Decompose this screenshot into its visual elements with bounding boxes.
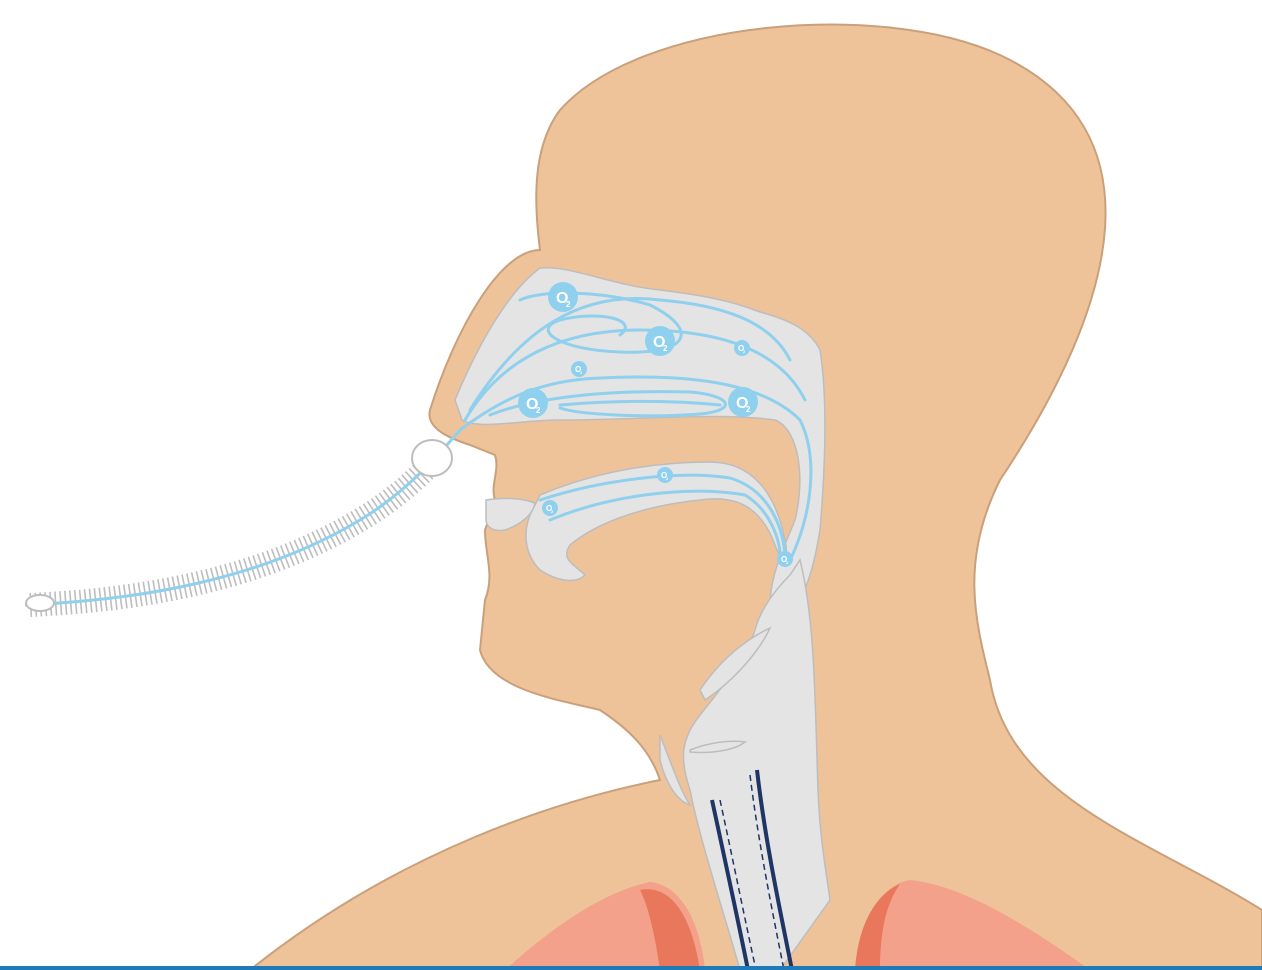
nasal-cannula: [25, 430, 460, 611]
nasal-cannula-tube-icon: [412, 440, 452, 476]
o2-molecule-icon: O2: [571, 361, 587, 377]
o2-molecule-icon: O2: [777, 551, 793, 567]
svg-text:2: 2: [746, 405, 751, 414]
o2-molecule-icon: O2: [645, 326, 675, 356]
o2-molecule-icon: O2: [734, 340, 750, 356]
cannula-end: [26, 595, 54, 611]
o2-molecule-icon: O2: [542, 500, 558, 516]
svg-text:2: 2: [663, 344, 668, 353]
bottom-accent-bar: [0, 966, 1262, 970]
o2-molecule-icon: O2: [728, 387, 758, 417]
o2-molecule-icon: O2: [657, 467, 673, 483]
cannula-coil: [30, 455, 440, 605]
svg-text:2: 2: [536, 406, 541, 415]
o2-molecule-icon: O2: [518, 388, 548, 418]
o2-molecule-icon: O2: [548, 282, 578, 312]
svg-text:2: 2: [566, 300, 571, 309]
